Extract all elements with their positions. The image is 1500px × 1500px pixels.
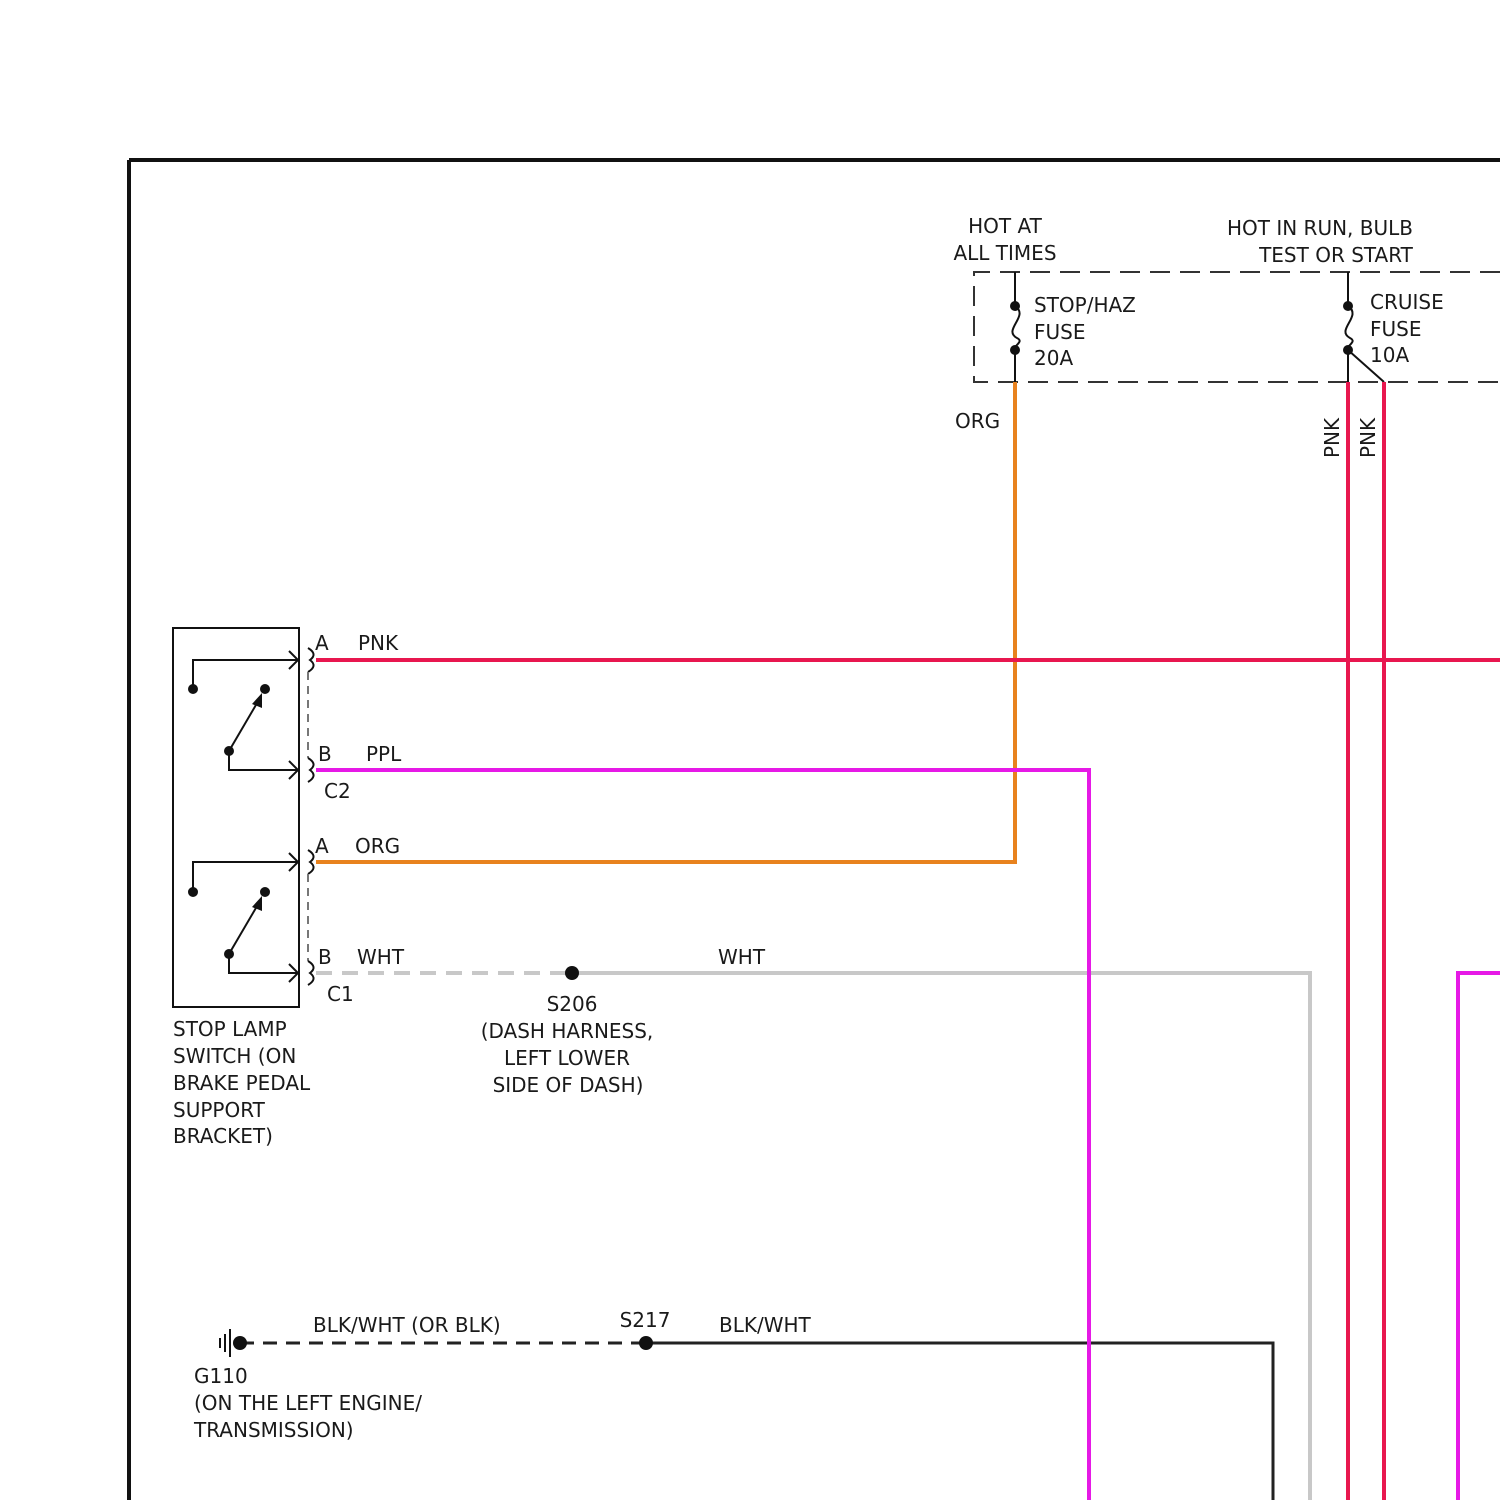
splice-s206-dot <box>565 966 579 980</box>
pnk-vertical-label-2: PNK <box>1356 417 1380 458</box>
c1-pin-b: B <box>318 945 332 969</box>
stop-lamp-switch-label-2: SWITCH (ON <box>173 1044 296 1068</box>
stop-lamp-switch-label-5: BRACKET) <box>173 1124 273 1148</box>
ground-g110-label: G110 <box>194 1364 248 1388</box>
stop-haz-fuse-type: FUSE <box>1034 320 1085 344</box>
c1-a-wire-label: ORG <box>355 834 400 858</box>
ground-right-wire-label: BLK/WHT <box>719 1313 812 1337</box>
c2-connector-label: C2 <box>324 779 351 803</box>
stop-lamp-switch <box>173 628 299 1007</box>
splice-s206-label: S206 <box>547 992 598 1016</box>
connector-c2 <box>308 648 314 782</box>
stop-lamp-switch-label-1: STOP LAMP <box>173 1017 287 1041</box>
splice-s206-desc-1: (DASH HARNESS, <box>481 1019 654 1043</box>
c1-connector-label: C1 <box>327 982 354 1006</box>
wht-wire <box>316 973 1310 1500</box>
ground-g110-desc-1: (ON THE LEFT ENGINE/ <box>194 1391 422 1415</box>
stop-lamp-switch-label-3: BRAKE PEDAL <box>173 1071 311 1095</box>
hot-at-all-times-label: HOT AT <box>968 214 1042 238</box>
hot-in-run-label: HOT IN RUN, BULB <box>1227 216 1413 240</box>
connector-c1 <box>308 850 314 985</box>
c1-pin-a: A <box>315 834 329 858</box>
ground-symbol-icon <box>220 1329 247 1357</box>
splice-s206-desc-3: SIDE OF DASH) <box>493 1073 644 1097</box>
stop-haz-fuse <box>1010 272 1020 382</box>
diagram-frame <box>129 160 1500 1500</box>
ground-g110-desc-2: TRANSMISSION) <box>193 1418 354 1442</box>
stop-haz-fuse-rating: 20A <box>1034 346 1073 370</box>
c2-b-wire-label: PPL <box>366 742 402 766</box>
org-wire <box>316 382 1015 862</box>
splice-s217-label: S217 <box>620 1308 671 1332</box>
hot-at-all-times-label-2: ALL TIMES <box>953 241 1056 265</box>
stop-lamp-switch-label-4: SUPPORT <box>173 1098 266 1122</box>
c1-b-wire-label: WHT <box>357 945 405 969</box>
org-vertical-label: ORG <box>955 409 1000 433</box>
cruise-fuse-name: CRUISE <box>1370 290 1444 314</box>
stop-haz-fuse-name: STOP/HAZ <box>1034 293 1136 317</box>
splice-s206-desc-2: LEFT LOWER <box>504 1046 630 1070</box>
cruise-fuse-type: FUSE <box>1370 317 1421 341</box>
c2-pin-b: B <box>318 742 332 766</box>
blk-wht-ground-wire <box>240 1343 1273 1500</box>
c2-pin-a: A <box>315 631 329 655</box>
splice-s217-dot <box>639 1336 653 1350</box>
ppl-wire <box>316 770 1500 1500</box>
pnk-vertical-label-1: PNK <box>1320 417 1344 458</box>
cruise-fuse-rating: 10A <box>1370 343 1409 367</box>
wht-right-label: WHT <box>718 945 766 969</box>
ground-left-wire-label: BLK/WHT (OR BLK) <box>313 1313 501 1337</box>
c2-a-wire-label: PNK <box>358 631 399 655</box>
hot-in-run-label-2: TEST OR START <box>1258 243 1414 267</box>
